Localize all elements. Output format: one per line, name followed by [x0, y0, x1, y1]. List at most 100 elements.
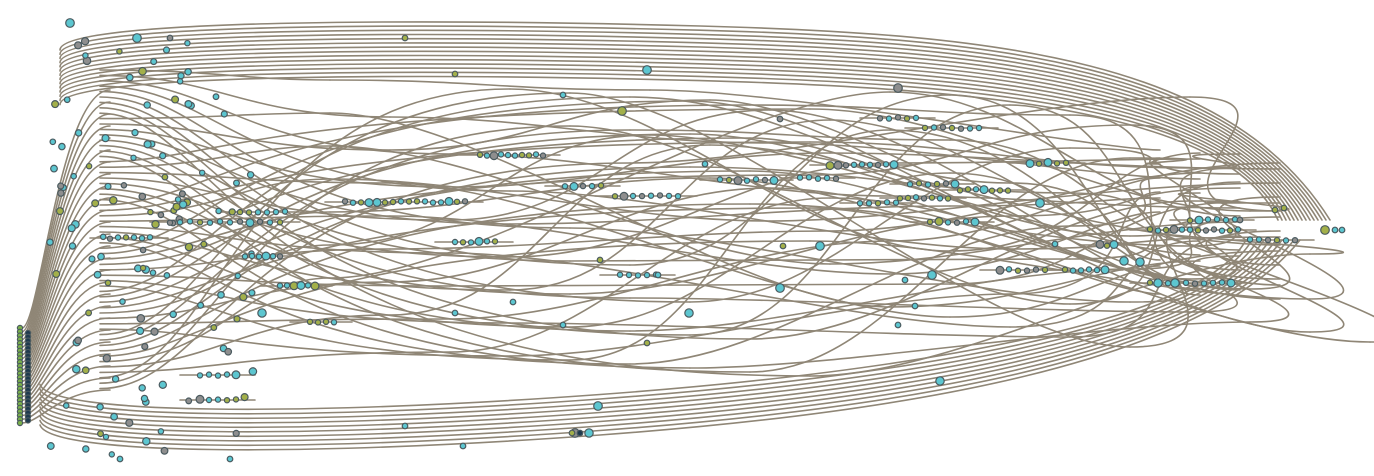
bundle-edge-left [99, 133, 691, 298]
chain-node [885, 115, 893, 122]
graph-node [85, 162, 93, 170]
chain-node [364, 198, 374, 208]
graph-node [576, 429, 584, 437]
graph-node [177, 72, 185, 80]
graph-node [125, 73, 134, 82]
chain-node [1023, 267, 1031, 274]
chain-node [921, 124, 929, 132]
bundle-edge-left [99, 112, 331, 120]
chain-node [269, 253, 277, 260]
chain-node [1004, 187, 1012, 194]
graph-node [139, 264, 147, 272]
chain-node [1032, 266, 1040, 273]
chain-node [933, 180, 941, 188]
outer-arc-top [59, 42, 1311, 221]
graph-node [901, 276, 909, 284]
bundle-edge-mid [389, 187, 771, 283]
bundle-edge-left [99, 128, 451, 188]
chain-node [1246, 236, 1254, 243]
node-layer [46, 18, 1346, 463]
outer-arc-bottom [39, 239, 1289, 442]
chain-node [310, 281, 320, 291]
chain-node [805, 174, 813, 181]
graph-node [151, 220, 160, 229]
graph-node [162, 46, 171, 54]
graph-node [184, 242, 194, 252]
graph-node [184, 39, 191, 47]
bundle-edge-mid [569, 92, 1131, 348]
graph-node [97, 252, 105, 261]
source-node-navy [24, 417, 32, 424]
graph-node [143, 140, 152, 149]
graph-node [161, 173, 169, 181]
hub-node [935, 376, 945, 386]
graph-node [617, 106, 627, 116]
chain-node [413, 198, 421, 205]
source-node-columns [16, 324, 32, 427]
graph-node [642, 65, 652, 75]
bundle-edge-left [99, 162, 631, 390]
chain-node [483, 152, 491, 159]
graph-node [141, 342, 149, 351]
chain-node [953, 219, 961, 226]
graph-node [104, 279, 112, 287]
chain-node [1093, 266, 1101, 274]
chain-node [205, 396, 213, 404]
graph-node [911, 302, 919, 310]
graph-node [72, 364, 81, 374]
chain-node [205, 371, 213, 378]
graph-node [102, 433, 110, 441]
chain-node [904, 194, 912, 202]
graph-node [593, 401, 603, 411]
chain-node [920, 195, 928, 202]
graph-node [815, 241, 825, 251]
chain-node [322, 318, 330, 325]
graph-node [81, 366, 90, 375]
chain-node [304, 282, 312, 289]
chain-node [1103, 242, 1111, 249]
bundle-edge-mid [629, 297, 1191, 313]
graph-node [232, 429, 240, 438]
chain-node [716, 176, 724, 183]
chain-node [874, 161, 882, 169]
chain-node [1085, 266, 1093, 273]
chain-node [1062, 159, 1070, 166]
graph-node [55, 207, 65, 216]
chain-node [956, 187, 964, 194]
bundle-edge-left [99, 108, 811, 163]
graph-node [104, 182, 112, 190]
outer-arc-bottom [39, 239, 1259, 420]
chain-node [975, 124, 983, 132]
chain-node [330, 319, 338, 326]
graph-node [93, 270, 102, 279]
chain-node [241, 253, 249, 260]
chain-node [254, 209, 262, 216]
chain-node [1162, 226, 1170, 234]
chain-node [539, 152, 547, 159]
chain-node [232, 396, 240, 403]
chain-node [405, 198, 413, 205]
graph-node [401, 34, 409, 42]
chain-node [296, 281, 306, 291]
chain-node [1226, 227, 1234, 234]
graph-node [82, 52, 89, 59]
chain-node [616, 271, 624, 278]
chain-node [656, 192, 664, 199]
chain-node [924, 181, 932, 188]
outer-arc-top [59, 21, 1331, 221]
graph-node [150, 327, 159, 336]
chain-node [236, 218, 244, 225]
chain-node [1014, 267, 1022, 274]
hub-node [684, 308, 694, 318]
chain-node [1191, 280, 1199, 287]
source-edge [21, 197, 111, 363]
chain-node [979, 185, 989, 195]
chain-node [866, 161, 874, 168]
chain-node [276, 253, 284, 260]
chain-node [1218, 279, 1226, 286]
graph-node [596, 256, 604, 264]
chain-node [1222, 216, 1230, 224]
outer-arc-bottom [39, 239, 1301, 451]
edge-layer [21, 21, 1374, 451]
chain-node [1053, 160, 1061, 167]
